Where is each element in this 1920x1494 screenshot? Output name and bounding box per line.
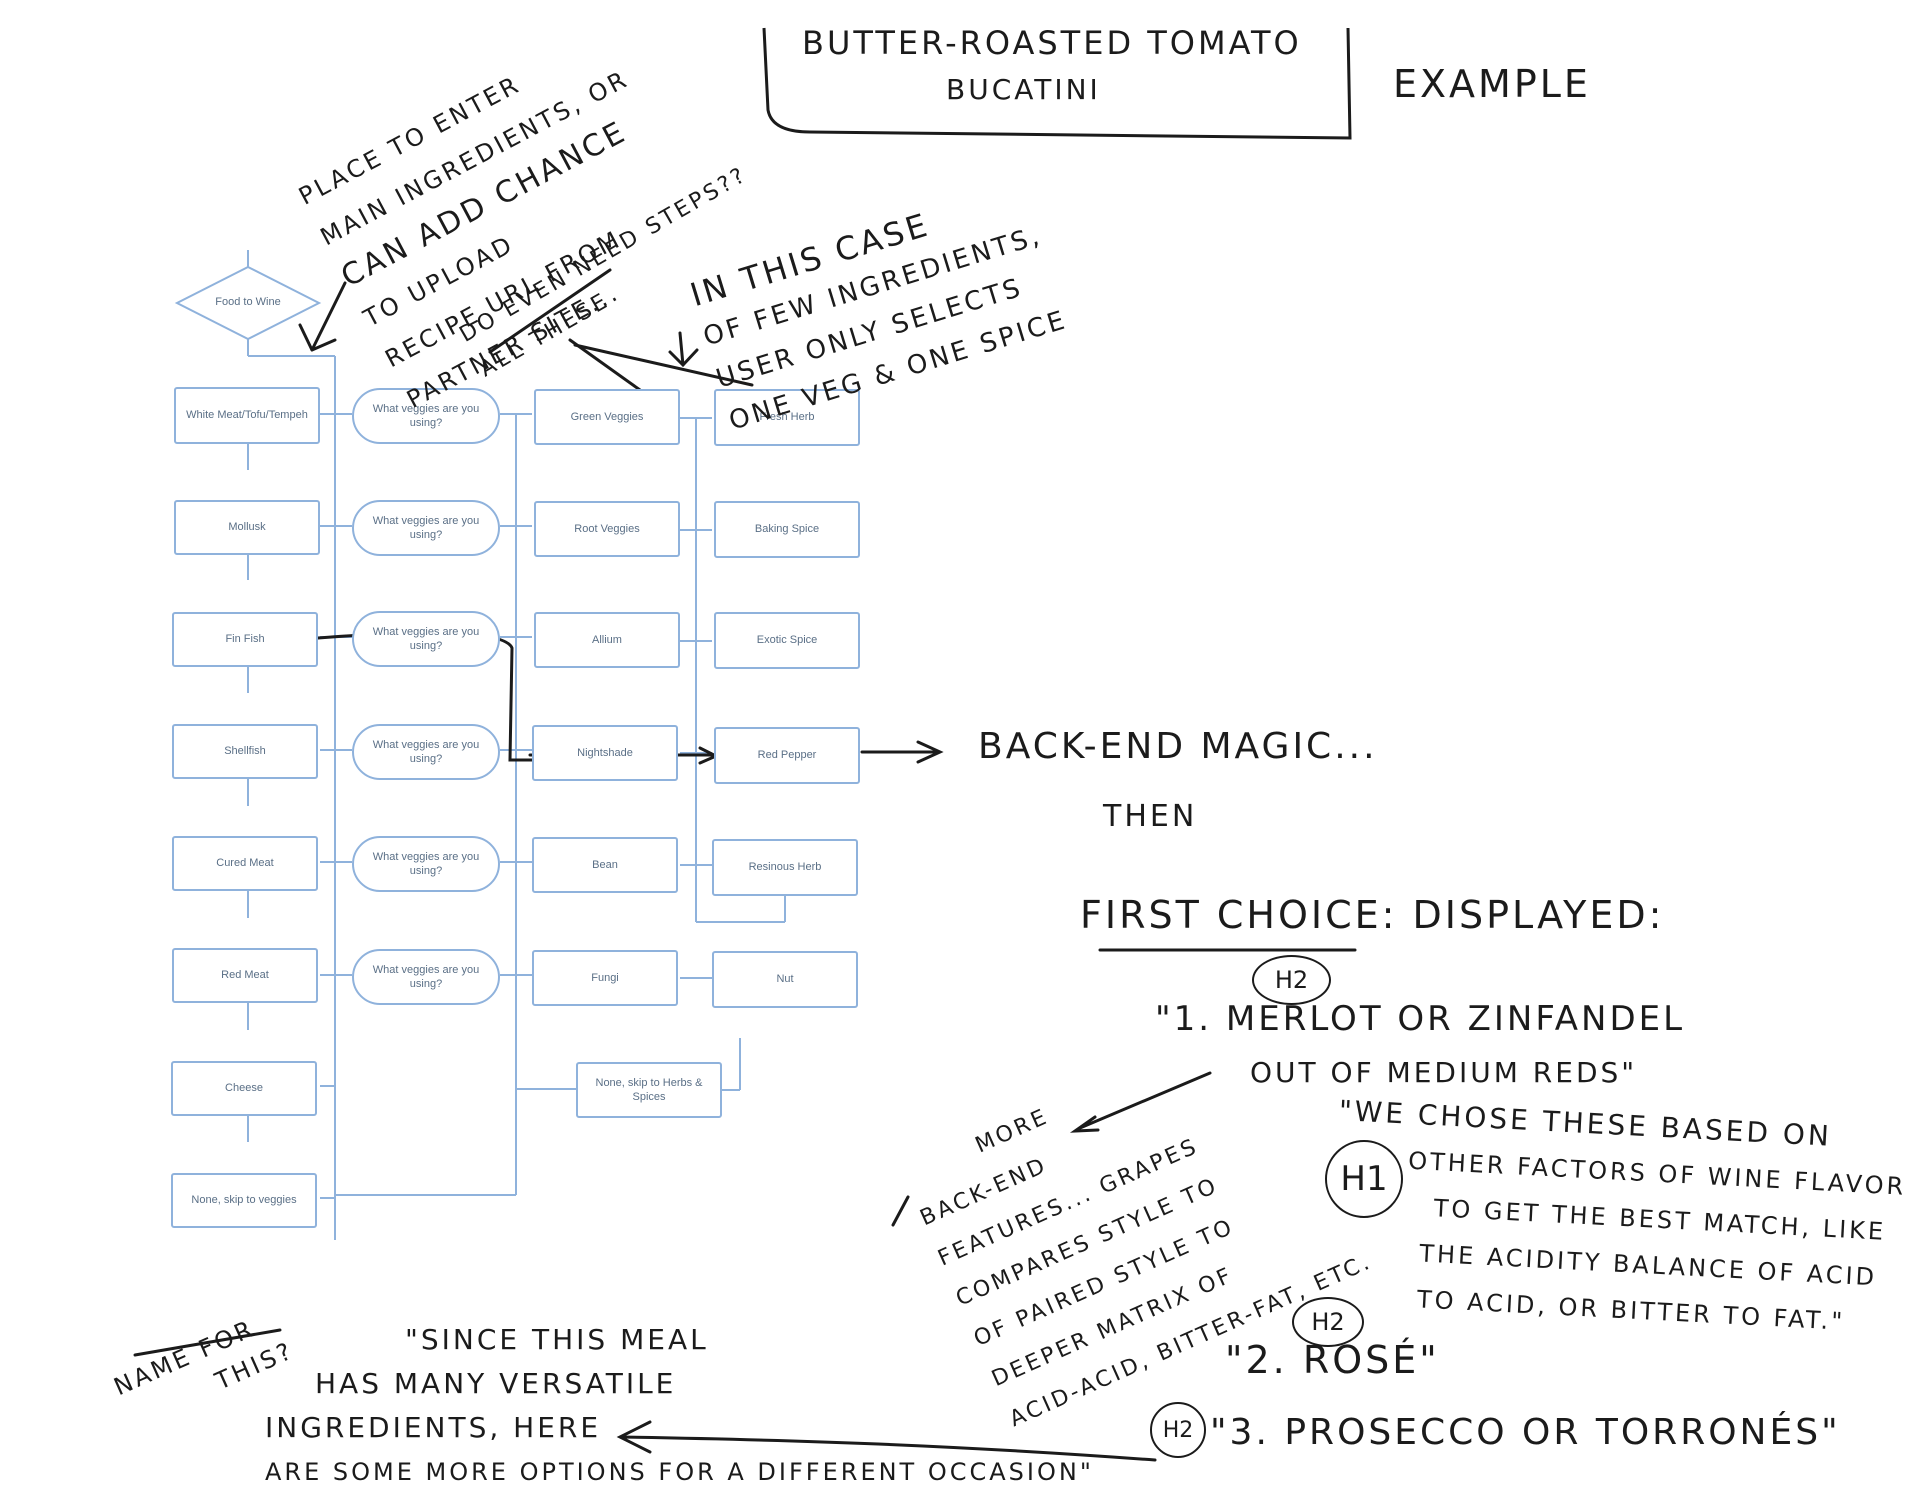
protein-box[interactable]: Shellfish [172, 724, 318, 779]
veggie-question[interactable]: What veggies are you using? [352, 836, 500, 892]
choice-1: "1. MERLOT OR ZINFANDEL OUT OF MEDIUM RE… [1155, 999, 1686, 1089]
herb-box[interactable]: Resinous Herb [712, 839, 858, 896]
decision-label: Food to Wine [215, 296, 281, 308]
veggie-question[interactable]: What veggies are you using? [352, 949, 500, 1005]
h2-marker: H2 [1292, 1297, 1364, 1347]
veggie-box[interactable]: Bean [532, 837, 678, 893]
veggie-question[interactable]: What veggies are you using? [352, 388, 500, 444]
h2-marker: H2 [1252, 955, 1331, 1005]
recipe-title-line2: BUCATINI [946, 73, 1101, 106]
veggie-box[interactable]: Root Veggies [534, 501, 680, 557]
veggie-question[interactable]: What veggies are you using? [352, 500, 500, 556]
veggie-box[interactable]: Nightshade [532, 725, 678, 781]
protein-box[interactable]: Cheese [171, 1061, 317, 1116]
decision-diamond [174, 265, 322, 341]
protein-box[interactable]: White Meat/Tofu/Tempeh [174, 387, 320, 444]
veggie-box[interactable]: Green Veggies [534, 389, 680, 445]
rationale-note: "WE CHOSE THESE BASED ON OTHER FACTORS O… [1337, 1093, 1907, 1336]
choice-3: "3. PROSECCO OR TORRONÉS" [1210, 1412, 1841, 1453]
since-note: "SINCE THIS MEAL HAS MANY VERSATILE INGR… [265, 1323, 1094, 1486]
protein-box[interactable]: Cured Meat [172, 836, 318, 891]
veggie-box[interactable]: Fungi [532, 950, 678, 1006]
h1-marker: H1 [1325, 1140, 1403, 1218]
h2-marker: H2 [1150, 1402, 1206, 1458]
herb-box[interactable]: Fresh Herb [714, 389, 860, 446]
herb-box[interactable]: Nut [712, 951, 858, 1008]
herb-box[interactable]: Baking Spice [714, 501, 860, 558]
choice-2: "2. ROSÉ" [1225, 1338, 1440, 1382]
herb-box[interactable]: Exotic Spice [714, 612, 860, 669]
recipe-title-line1: BUTTER-ROASTED TOMATO [802, 24, 1302, 62]
protein-box[interactable]: None, skip to veggies [171, 1173, 317, 1228]
veggie-question[interactable]: What veggies are you using? [352, 611, 500, 667]
protein-box[interactable]: Red Meat [172, 948, 318, 1003]
example-label: EXAMPLE [1393, 62, 1591, 106]
title-box-outline [762, 27, 1352, 140]
veggie-question[interactable]: What veggies are you using? [352, 724, 500, 780]
veggie-box[interactable]: Allium [534, 612, 680, 668]
protein-box[interactable]: Mollusk [174, 500, 320, 555]
first-choice-heading: FIRST CHOICE: DISPLAYED: [1080, 893, 1665, 937]
protein-box[interactable]: Fin Fish [172, 612, 318, 667]
veggie-box[interactable]: None, skip to Herbs & Spices [576, 1062, 722, 1118]
backend-note: BACK-END MAGIC... THEN [978, 726, 1378, 834]
herb-box[interactable]: Red Pepper [714, 727, 860, 784]
